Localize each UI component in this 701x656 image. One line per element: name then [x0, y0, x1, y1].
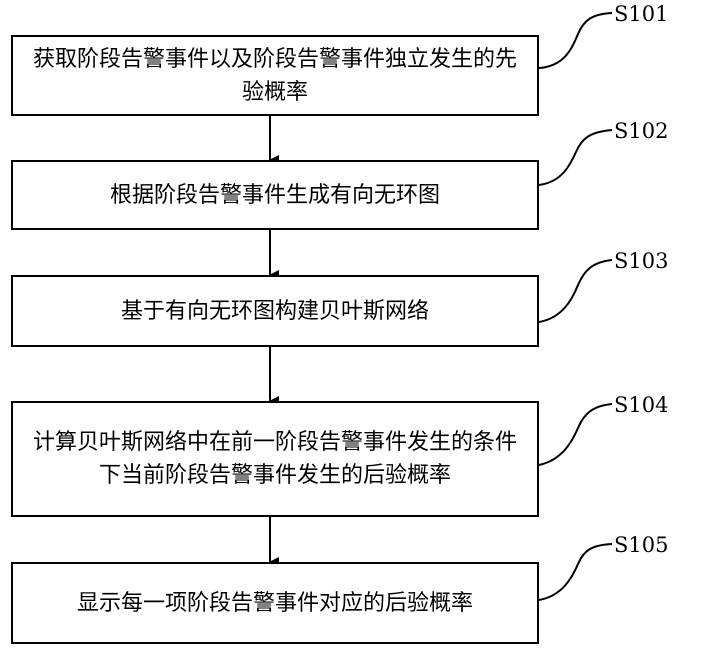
step-text-s101: 获取阶段告警事件以及阶段告警事件独立发生的先验概率 [27, 43, 523, 109]
step-label-s103: S103 [614, 249, 668, 273]
leader-line-s102 [539, 130, 612, 185]
step-text-s105: 显示每一项阶段告警事件对应的后验概率 [77, 587, 473, 620]
step-box-s102: 根据阶段告警事件生成有向无环图 [11, 160, 539, 230]
step-label-s104: S104 [614, 393, 668, 417]
step-label-s102: S102 [614, 119, 668, 143]
step-box-s104: 计算贝叶斯网络中在前一阶段告警事件发生的条件下当前阶段告警事件发生的后验概率 [11, 401, 539, 517]
step-label-s101: S101 [614, 2, 668, 26]
step-label-s105: S105 [614, 533, 668, 557]
step-text-s102: 根据阶段告警事件生成有向无环图 [110, 179, 440, 212]
leader-line-s105 [539, 544, 612, 600]
leader-line-s104 [539, 404, 612, 465]
leader-line-s103 [539, 260, 612, 322]
step-text-s103: 基于有向无环图构建贝叶斯网络 [121, 295, 429, 328]
step-text-s104: 计算贝叶斯网络中在前一阶段告警事件发生的条件下当前阶段告警事件发生的后验概率 [27, 426, 523, 492]
step-box-s101: 获取阶段告警事件以及阶段告警事件独立发生的先验概率 [11, 35, 539, 116]
step-box-s105: 显示每一项阶段告警事件对应的后验概率 [11, 562, 539, 644]
step-box-s103: 基于有向无环图构建贝叶斯网络 [11, 275, 539, 347]
leader-line-s101 [539, 13, 612, 68]
